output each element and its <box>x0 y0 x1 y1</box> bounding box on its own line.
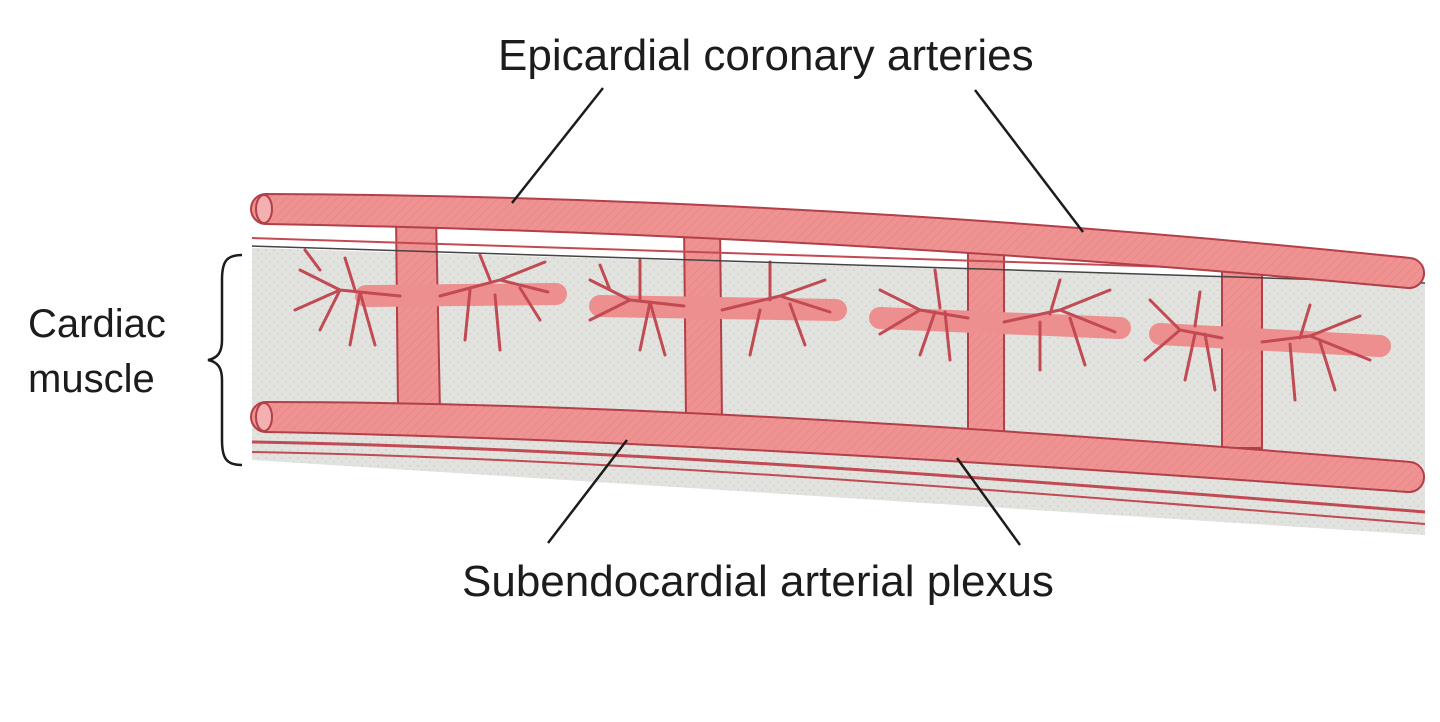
label-subendocardial-arterial-plexus: Subendocardial arterial plexus <box>462 557 1054 606</box>
label-cardiac-muscle-line2: muscle <box>28 357 155 401</box>
leader-plexus-left <box>547 439 628 544</box>
cardiac-muscle-brace <box>207 253 243 467</box>
label-cardiac-muscle-line1: Cardiac <box>28 302 166 346</box>
arteriole-tree <box>878 268 970 362</box>
arteriole-tree <box>588 258 686 357</box>
leader-epicardial-right <box>974 89 1084 233</box>
leader-plexus-right <box>955 457 1022 546</box>
arteriole-tree <box>1260 303 1372 402</box>
vessel-lumen-end <box>255 194 273 224</box>
leader-epicardial-left <box>511 87 604 204</box>
arteriole-tree <box>720 260 832 357</box>
epicardial-artery <box>250 192 1426 290</box>
endocardial-lining <box>251 440 1426 525</box>
label-epicardial-coronary-arteries: Epicardial coronary arteries <box>498 31 1034 80</box>
subendocardial-plexus-vessel <box>250 400 1426 494</box>
leader-lines <box>511 87 1084 546</box>
arteriole-tree <box>1143 290 1224 392</box>
vessel-lumen-end <box>255 402 273 432</box>
arteriole-tree <box>438 253 550 352</box>
arteriole-tree <box>1002 278 1117 372</box>
arteriole-tree <box>293 248 402 347</box>
arterioles <box>293 248 1372 402</box>
